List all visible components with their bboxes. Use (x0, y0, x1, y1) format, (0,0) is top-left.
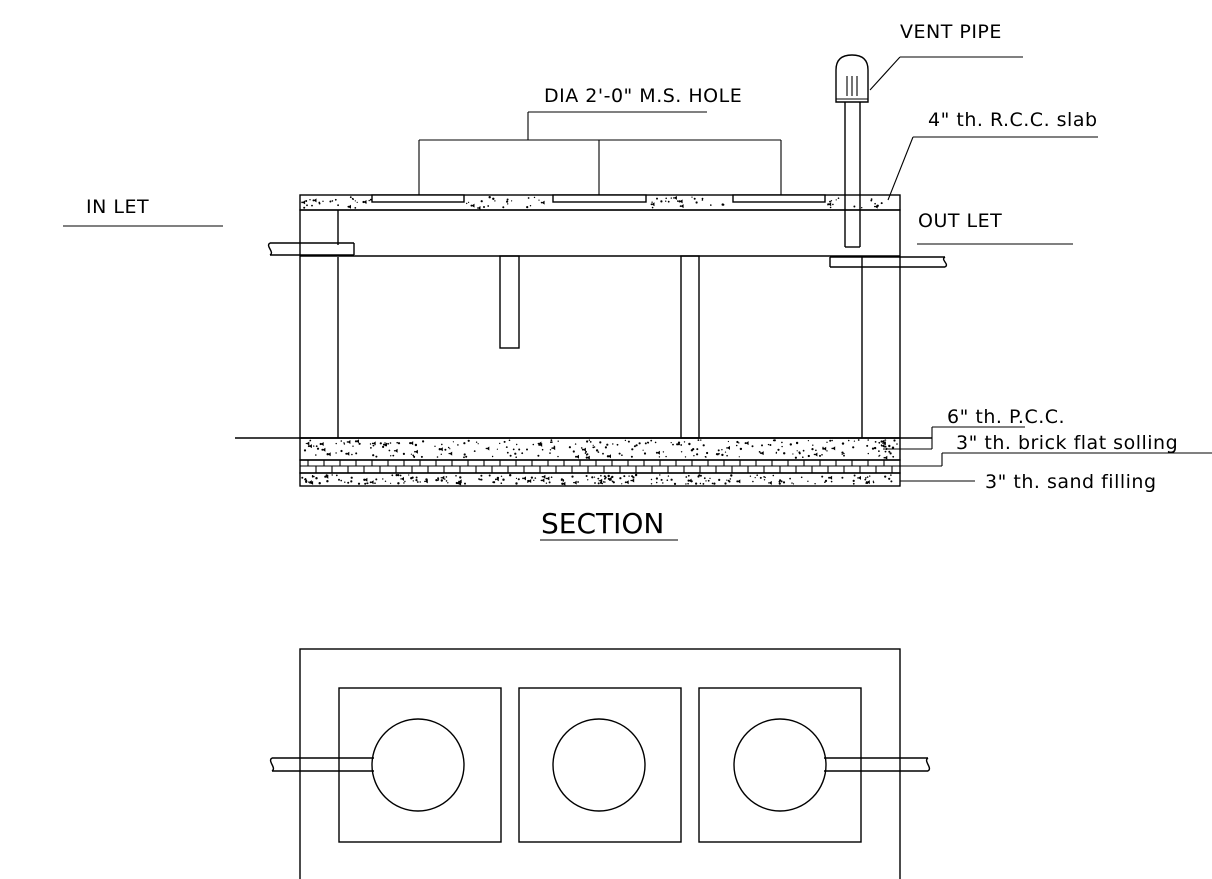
plan-inlet-pipe (269, 757, 374, 772)
inlet-pipe (267, 242, 355, 256)
vent-pipe-label: VENT PIPE (900, 21, 1002, 43)
section-title: SECTION (541, 507, 664, 540)
manhole-right (733, 718, 827, 812)
slab-label: 4" th. R.C.C. slab (928, 109, 1098, 131)
rcc-slab (299, 194, 901, 211)
sand-hatch (301, 473, 893, 486)
leader-lines (63, 56, 1212, 541)
base-layers (235, 437, 932, 487)
plan-chamber-right (698, 687, 862, 843)
sand-label: 3" th. sand filling (985, 471, 1157, 493)
baffle-walls (499, 255, 700, 439)
outlet-pipe (829, 256, 948, 268)
plan-outlet-pipe (824, 757, 931, 772)
brick-label: 3" th. brick flat solling (956, 432, 1178, 454)
section-view: VENT PIPE DIA 2'-0" M.S. HOLE 4" th. R.C… (63, 21, 1212, 541)
hole-label: DIA 2'-0" M.S. HOLE (544, 85, 742, 107)
tank-walls (299, 209, 901, 439)
plan-view (269, 648, 931, 879)
inlet-label: IN LET (86, 196, 149, 218)
manhole-middle (552, 718, 646, 812)
plan-chamber-middle (518, 687, 682, 843)
pcc-label: 6" th. P.C.C. (947, 406, 1065, 428)
vent-pipe (835, 54, 869, 248)
slab-concrete-hatch (301, 195, 883, 210)
plan-chamber-left (338, 687, 502, 843)
manhole-left (371, 718, 465, 812)
outlet-label: OUT LET (918, 210, 1002, 232)
pcc-hatch (303, 439, 898, 460)
brick-hatch (307, 460, 893, 473)
plan-outline (299, 648, 901, 879)
